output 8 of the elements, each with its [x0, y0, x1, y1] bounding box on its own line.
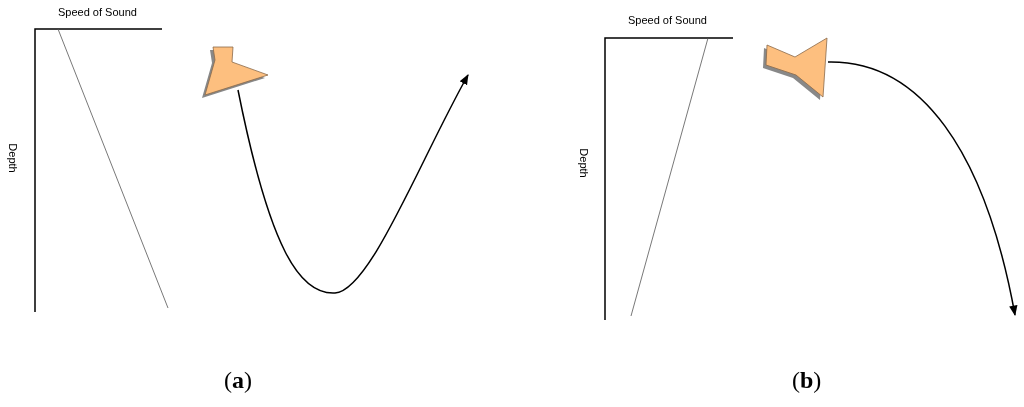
sound-ray-arrow [237, 74, 469, 294]
panel-label: (a) [224, 367, 252, 394]
axis-label: Depth [6, 143, 19, 173]
axis-label: Speed of Sound [58, 6, 137, 18]
axis-label: Speed of Sound [628, 14, 707, 26]
sound-ray-arrow [827, 61, 1018, 317]
panel-label: (b) [792, 367, 822, 394]
axis-label: Depth [577, 148, 590, 178]
